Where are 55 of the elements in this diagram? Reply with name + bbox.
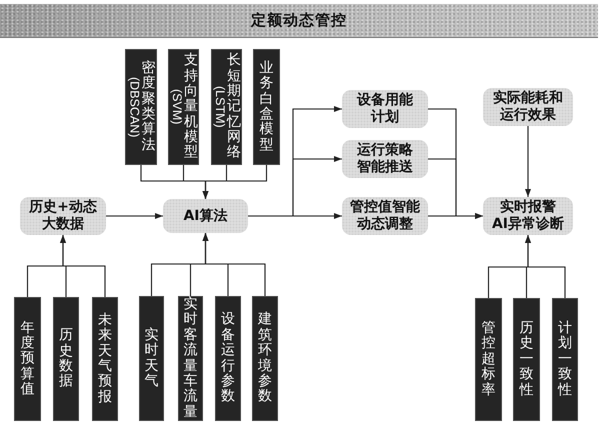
indicator-box (513, 298, 540, 421)
process-box (163, 199, 248, 233)
arrow (202, 233, 266, 296)
arrow (106, 213, 163, 219)
method-name: (DBSCAN) (126, 76, 140, 138)
method-name: 业务白盒模型 (260, 60, 274, 154)
data-source-label: 年度预算值 (20, 320, 34, 398)
process-box (342, 90, 428, 128)
data-source-box (53, 297, 79, 421)
arrow (202, 165, 268, 199)
method-box (211, 49, 242, 165)
method-box (125, 49, 157, 165)
method-name: 长短期记忆网络 (226, 53, 241, 161)
arrow (428, 213, 483, 219)
process-box (342, 140, 428, 178)
process-label: 实时报警 (500, 199, 556, 216)
method-name: (LSTM) (212, 86, 226, 128)
data-source-label: 历史数据 (59, 328, 73, 390)
indicator-label: 历史一致性 (520, 321, 534, 398)
process-box (342, 197, 428, 235)
data-source-box (252, 296, 278, 421)
arrow (525, 235, 566, 298)
indicator-box (475, 298, 502, 421)
process-label: 管控值智能动态调整 (348, 199, 421, 233)
process-label: 运行策略智能推送 (356, 142, 414, 176)
indicator-box (552, 298, 578, 421)
data-source-label: 设备运行参数 (221, 312, 235, 405)
method-name: 密度聚类算法 (141, 60, 156, 154)
indicator-label: 计划一致性 (558, 321, 572, 398)
process-box (20, 197, 106, 235)
data-source-label: 实时天气 (144, 328, 158, 390)
indicator-label: 管控超标率 (482, 321, 496, 398)
data-source-box (215, 296, 241, 421)
data-source-box (14, 297, 41, 421)
process-box (483, 88, 573, 126)
arrow (525, 126, 531, 197)
process-label: 实际能耗和运行效果 (492, 90, 564, 124)
process-label: 历史+动态大数据 (28, 199, 98, 233)
process-label: AI算法 (183, 208, 228, 224)
data-source-label: 实时客流量车流量 (184, 296, 198, 420)
process-box (483, 197, 573, 235)
diagram-title: 定额动态管控 (251, 11, 347, 30)
method-name: 支持向量机模型 (184, 53, 198, 161)
method-name: (SVM) (169, 89, 183, 125)
process-label: AI异常诊断 (492, 216, 564, 233)
arrow (60, 235, 106, 297)
data-source-label: 建筑环境参数 (258, 312, 272, 405)
data-source-box (92, 297, 118, 421)
method-box (253, 49, 280, 165)
arrow (248, 213, 342, 219)
process-label: 设备用能计划 (356, 92, 414, 126)
data-source-box (139, 296, 164, 421)
data-source-box (178, 296, 203, 421)
data-source-label: 未来天气预报 (98, 312, 112, 406)
method-box (168, 49, 199, 165)
